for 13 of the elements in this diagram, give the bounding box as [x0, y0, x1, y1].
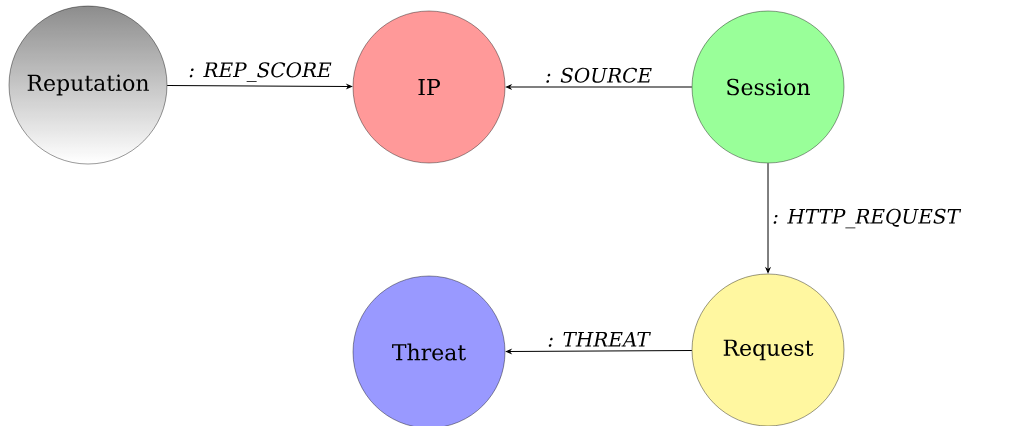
circle-node: Session — [691, 10, 845, 164]
circle-node: Reputation — [8, 5, 168, 165]
circle-node: Threat — [352, 275, 506, 426]
edge-label: : HTTP_REQUEST — [773, 208, 962, 229]
edge-label: : THREAT — [548, 331, 651, 347]
circle-node: Request — [691, 273, 845, 426]
edge-label: : SOURCE — [546, 67, 652, 83]
arrow — [506, 84, 693, 90]
arrow — [765, 162, 771, 274]
arrow — [505, 349, 693, 354]
circle-node: IP — [352, 10, 506, 164]
edge-label: : REP_SCORE — [189, 62, 332, 82]
arrow — [166, 84, 353, 89]
